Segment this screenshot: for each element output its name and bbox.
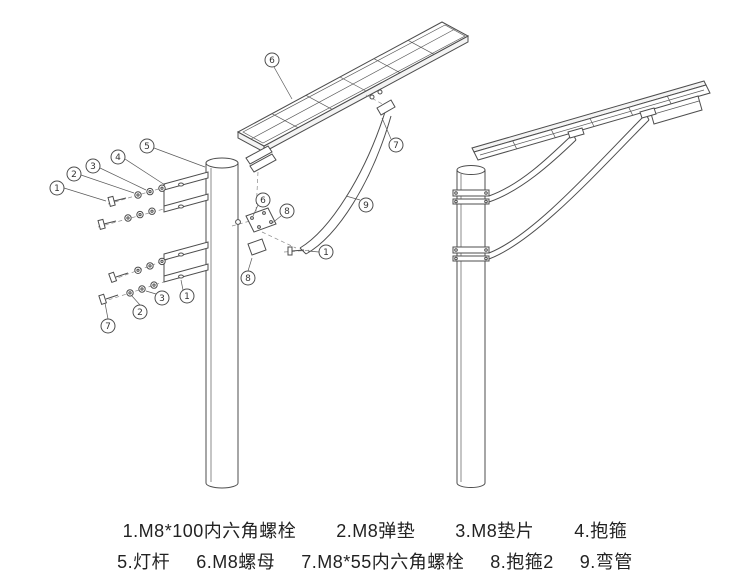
svg-text:1: 1 (184, 292, 190, 302)
solar-panel (236, 21, 470, 173)
exploded-view (97, 21, 470, 489)
parts-legend: 1.M8*100内六角螺栓 2.M8弹垫 3.M8垫片 4.抱箍 5.灯杆 6.… (0, 516, 750, 578)
solar-panel-assembled (471, 80, 711, 161)
panel-grid (242, 24, 466, 144)
legend-item-1: 1.M8*100内六角螺栓 (122, 521, 297, 541)
legend-item-7: 7.M8*55内六角螺栓 (301, 552, 465, 572)
svg-text:6: 6 (260, 196, 266, 206)
svg-text:6: 6 (269, 56, 275, 66)
svg-text:2: 2 (71, 170, 77, 180)
callout-6-connector: 6 (255, 192, 271, 208)
washers-lower-2 (126, 281, 158, 297)
callout-5: 5 (139, 138, 155, 154)
lower-pole-clamp (452, 246, 490, 262)
callout-7-lower: 7 (100, 318, 116, 334)
callout-9: 9 (358, 197, 374, 213)
callout-2-lower: 2 (132, 304, 148, 320)
legend-item-4: 4.抱箍 (574, 521, 628, 541)
svg-text:5: 5 (144, 142, 150, 152)
svg-text:8: 8 (245, 274, 251, 284)
svg-text:4: 4 (115, 153, 121, 163)
leader-lines (63, 66, 392, 320)
middle-connector (235, 207, 277, 256)
upper-clamp-bracket (163, 171, 209, 213)
callout-2-upper: 2 (66, 166, 82, 182)
tube-end-bolt (287, 246, 305, 256)
svg-text:3: 3 (159, 294, 165, 304)
light-pole-right (456, 165, 486, 488)
hex-bolt-lower-1 (108, 271, 129, 284)
legend-item-9: 9.弯管 (579, 552, 633, 572)
callout-6-panel: 6 (264, 52, 280, 68)
callout-1-upper: 1 (49, 180, 65, 196)
assembly-diagram: 1 2 3 4 5 6 7 9 1 6 8 8 7 2 3 1 (49, 21, 711, 489)
bent-tube (299, 89, 396, 255)
lower-clamp-bracket (163, 241, 209, 283)
legend-item-6: 6.M8螺母 (196, 552, 276, 572)
hex-bolt-upper-2 (97, 218, 117, 230)
svg-text:7: 7 (393, 141, 399, 151)
callout-3-upper: 3 (85, 158, 101, 174)
hex-bolt-upper-1 (107, 195, 127, 207)
legend-row-1: 1.M8*100内六角螺栓 2.M8弹垫 3.M8垫片 4.抱箍 (0, 516, 750, 547)
svg-text:9: 9 (363, 201, 369, 211)
lamp-housing (649, 95, 703, 125)
panel-bracket (245, 145, 277, 173)
legend-item-3: 3.M8垫片 (455, 521, 535, 541)
legend-item-2: 2.M8弹垫 (336, 521, 416, 541)
callout-3-lower: 3 (154, 290, 170, 306)
svg-text:1: 1 (323, 248, 329, 258)
callout-7-arm: 7 (388, 137, 404, 153)
callout-8-clamp: 8 (240, 270, 256, 286)
washers-upper-1 (134, 184, 166, 199)
svg-text:8: 8 (284, 207, 290, 217)
callout-1-tube: 1 (318, 244, 334, 260)
light-pole-left (205, 157, 239, 489)
legend-item-8: 8.抱箍2 (490, 552, 554, 572)
svg-text:3: 3 (90, 162, 96, 172)
lower-support-arm (488, 107, 657, 260)
svg-text:7: 7 (105, 322, 111, 332)
assembled-view (452, 80, 711, 488)
callout-8-connector: 8 (279, 203, 295, 219)
svg-text:1: 1 (54, 184, 60, 194)
washers-upper-2 (124, 207, 156, 222)
legend-row-2: 5.灯杆 6.M8螺母 7.M8*55内六角螺栓 8.抱箍2 9.弯管 (0, 547, 750, 578)
hex-bolt-lower-2 (98, 293, 119, 306)
washers-lower-1 (134, 257, 166, 274)
upper-pole-clamp (452, 189, 490, 205)
callout-4: 4 (110, 149, 126, 165)
legend-item-5: 5.灯杆 (117, 552, 171, 572)
upper-support-arm (488, 127, 585, 203)
svg-text:2: 2 (137, 308, 143, 318)
callout-1-lower: 1 (179, 288, 195, 304)
